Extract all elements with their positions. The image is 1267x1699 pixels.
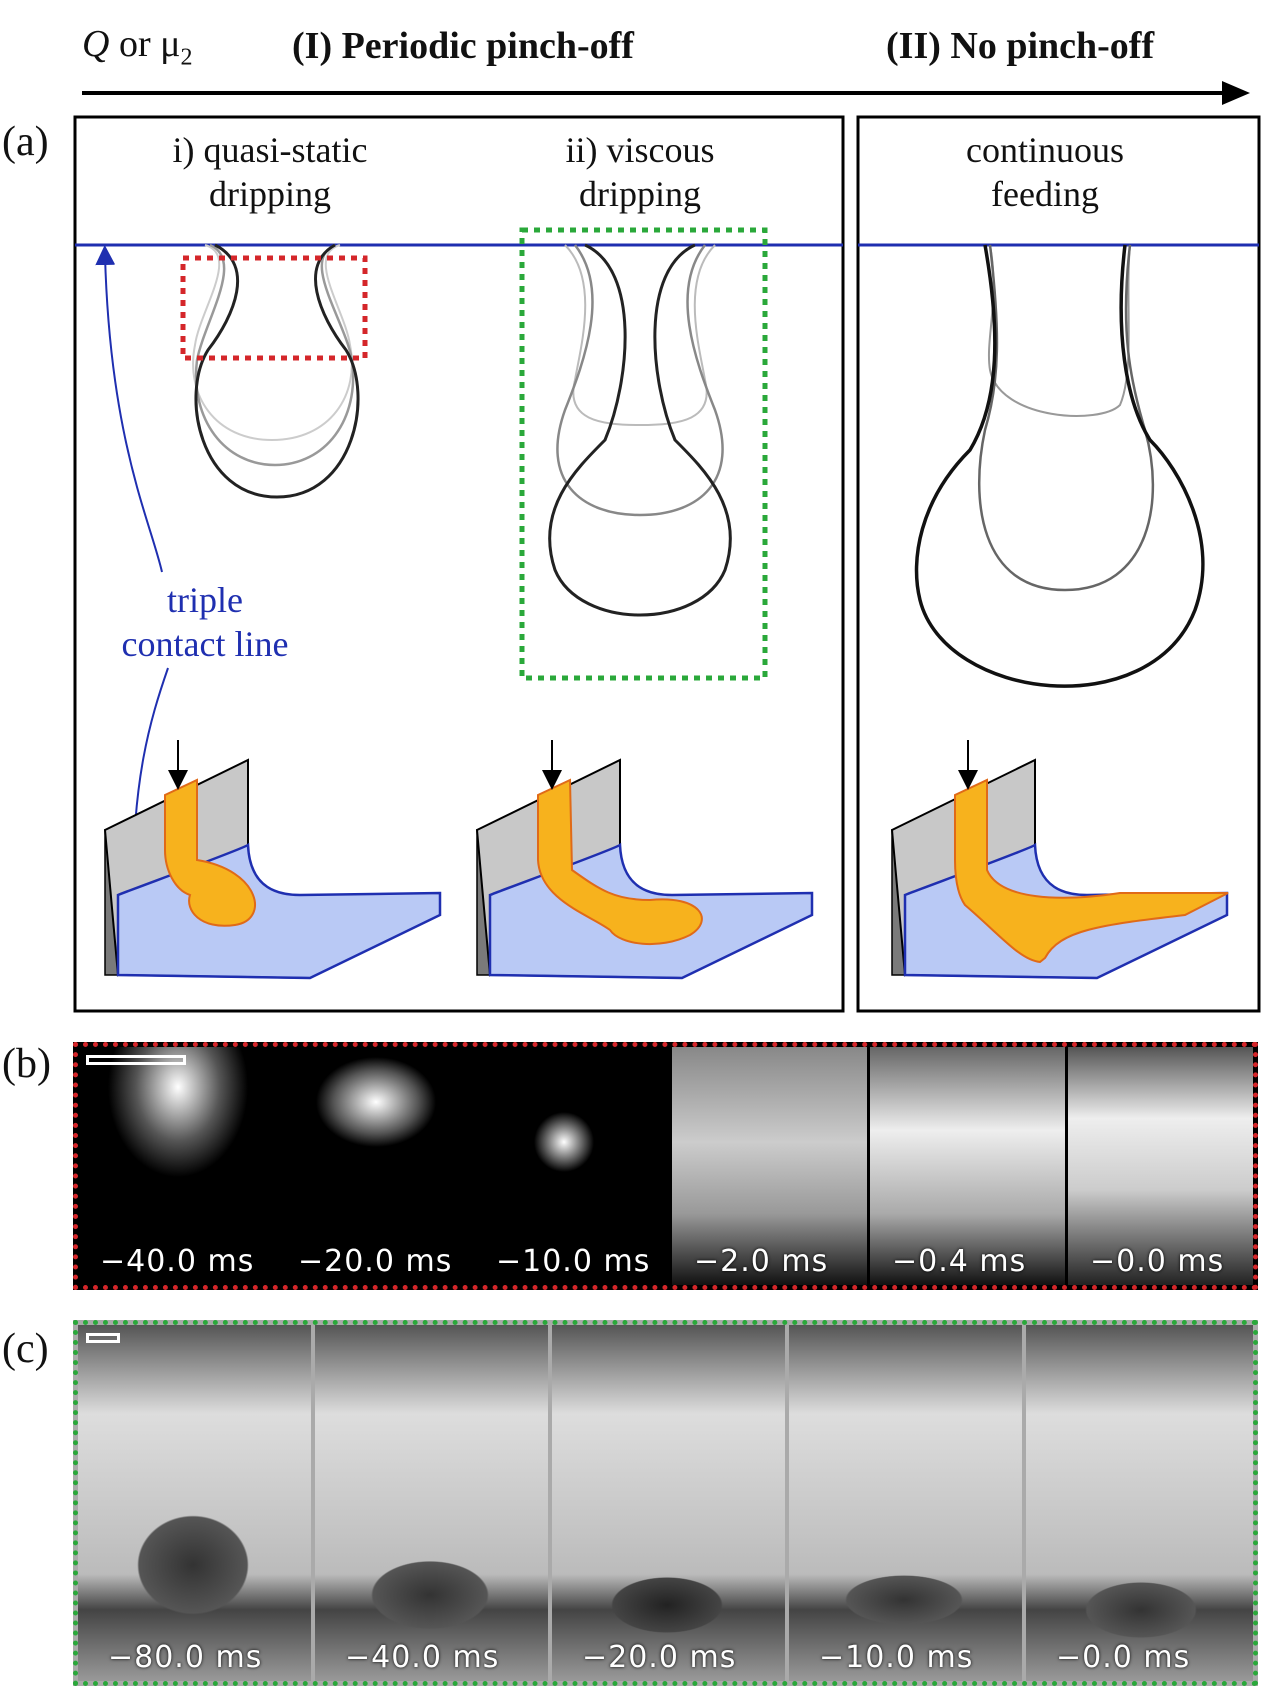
- frame-c-5: −0.0 ms: [1026, 1325, 1253, 1681]
- frame-time-label: −0.4 ms: [892, 1244, 1027, 1279]
- contact-line-arrow-up: [95, 245, 163, 573]
- frame-time-label: −80.0 ms: [108, 1640, 263, 1675]
- frame-b-4: −2.0 ms: [672, 1047, 867, 1285]
- frame-c-1: −80.0 ms: [78, 1325, 311, 1681]
- panel-b-label: (b): [2, 1041, 51, 1087]
- frame-time-label: −10.0 ms: [496, 1244, 651, 1279]
- regime-axis-arrow: [82, 81, 1250, 105]
- frame-time-label: −40.0 ms: [345, 1640, 500, 1675]
- frame-time-label: −10.0 ms: [819, 1640, 974, 1675]
- frame-b-3: −10.0 ms: [474, 1047, 669, 1285]
- frame-time-label: −0.0 ms: [1090, 1244, 1225, 1279]
- corner-schematic-2: [475, 758, 814, 980]
- periodic-pinch-off-frame: [73, 115, 845, 1013]
- frame-b-2: −20.0 ms: [276, 1047, 471, 1285]
- frame-c-2: −40.0 ms: [315, 1325, 548, 1681]
- axis-variable-label: Q or μ2: [82, 23, 193, 71]
- frame-time-label: −20.0 ms: [298, 1244, 453, 1279]
- scale-bar: [86, 1333, 120, 1343]
- corner-schematic-1: [103, 758, 442, 980]
- panel-a-label: (a): [2, 119, 49, 165]
- frame-b-5: −0.4 ms: [870, 1047, 1065, 1285]
- frame-b-1: −40.0 ms: [78, 1047, 273, 1285]
- panel-a-drawing: [73, 115, 1261, 1013]
- scale-bar: [86, 1055, 186, 1065]
- panel-b-image-strip: −40.0 ms −20.0 ms −10.0 ms −2.0 ms −0.4 …: [73, 1042, 1258, 1290]
- viscous-profiles: [548, 243, 732, 617]
- green-dotted-box: [519, 227, 768, 681]
- frame-c-4: −10.0 ms: [789, 1325, 1022, 1681]
- frame-c-3: −20.0 ms: [552, 1325, 785, 1681]
- quasi-static-profiles: [192, 243, 360, 499]
- regime-no-pinch-off: (II) No pinch-off: [886, 25, 1155, 67]
- no-pinch-off-frame: [856, 115, 1261, 1013]
- regime-periodic-pinch-off: (I) Periodic pinch-off: [292, 25, 634, 67]
- corner-schematic-3: [890, 758, 1229, 980]
- frame-time-label: −20.0 ms: [582, 1640, 737, 1675]
- continuous-profiles: [914, 244, 1205, 688]
- frame-time-label: −0.0 ms: [1056, 1640, 1191, 1675]
- frame-time-label: −2.0 ms: [694, 1244, 829, 1279]
- frame-b-6: −0.0 ms: [1068, 1047, 1253, 1285]
- panel-c-image-strip: −80.0 ms −40.0 ms −20.0 ms −10.0 ms −0.0…: [73, 1320, 1258, 1686]
- frame-time-label: −40.0 ms: [100, 1244, 255, 1279]
- panel-c-label: (c): [2, 1326, 49, 1372]
- red-dotted-box: [180, 255, 368, 361]
